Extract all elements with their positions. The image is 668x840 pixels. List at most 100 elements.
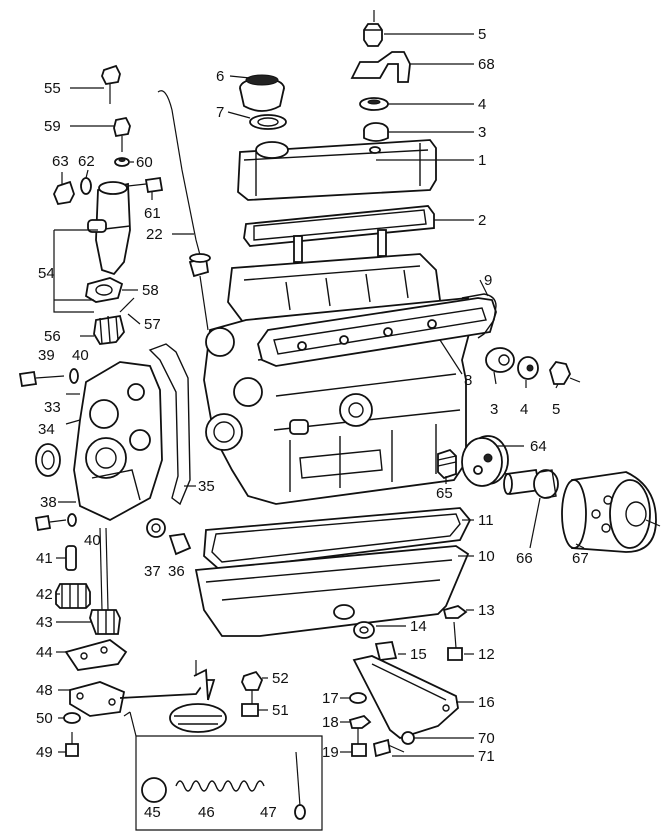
oil-filler-cap bbox=[239, 74, 285, 112]
label-59: 59 bbox=[44, 118, 61, 135]
label-15: 15 bbox=[410, 646, 427, 663]
label-56: 56 bbox=[44, 328, 61, 345]
label-10: 10 bbox=[478, 548, 495, 565]
label-22: 22 bbox=[146, 226, 163, 243]
label-1: 1 bbox=[478, 152, 486, 169]
label-5: 5 bbox=[478, 26, 486, 43]
seal-34 bbox=[35, 443, 61, 477]
label-70: 70 bbox=[478, 730, 495, 747]
label-17: 17 bbox=[322, 690, 339, 707]
label-61: 61 bbox=[144, 205, 161, 222]
side-cover bbox=[257, 297, 497, 367]
label-19: 19 bbox=[322, 744, 339, 761]
label-40b: 40 bbox=[84, 532, 101, 549]
label-42: 42 bbox=[36, 586, 53, 603]
washer-62 bbox=[80, 177, 92, 195]
label-11: 11 bbox=[478, 512, 494, 529]
label-4b: 4 bbox=[520, 401, 528, 418]
bolt-71 bbox=[372, 738, 405, 758]
pin-41 bbox=[65, 545, 77, 571]
label-62: 62 bbox=[78, 153, 95, 170]
label-50: 50 bbox=[36, 710, 53, 727]
rocker-cover bbox=[237, 139, 437, 201]
bracket-16 bbox=[352, 655, 459, 740]
plug-15 bbox=[374, 641, 398, 661]
part-labels: 5 68 4 3 1 6 7 55 59 63 62 60 61 22 2 54… bbox=[36, 26, 589, 821]
washer-50 bbox=[63, 712, 81, 724]
label-63: 63 bbox=[52, 153, 69, 170]
label-16: 16 bbox=[478, 694, 495, 711]
label-3b: 3 bbox=[490, 401, 498, 418]
washer-70 bbox=[401, 731, 415, 745]
parts-inset-box bbox=[123, 711, 323, 831]
nut-63 bbox=[53, 180, 75, 206]
thermostat-housing bbox=[87, 181, 131, 276]
shaft-66 bbox=[503, 468, 559, 499]
label-18: 18 bbox=[322, 714, 339, 731]
washer-3b bbox=[485, 347, 515, 373]
label-43: 43 bbox=[36, 614, 53, 631]
label-7: 7 bbox=[216, 104, 224, 121]
label-35: 35 bbox=[198, 478, 215, 495]
label-67: 67 bbox=[572, 550, 589, 567]
leader-lines bbox=[53, 33, 585, 757]
label-38: 38 bbox=[40, 494, 57, 511]
drain-plug-14 bbox=[353, 621, 375, 639]
washer-18 bbox=[348, 714, 372, 729]
bolt-38 bbox=[34, 513, 77, 532]
washer-4b bbox=[517, 356, 539, 380]
label-34: 34 bbox=[38, 421, 55, 438]
dipstick bbox=[157, 90, 211, 331]
bolt-19 bbox=[351, 728, 367, 757]
nut-5b bbox=[549, 361, 581, 385]
oil-pump-body-48 bbox=[69, 681, 126, 717]
stud-61 bbox=[127, 176, 164, 194]
washer-13 bbox=[442, 605, 468, 619]
oil-strainer bbox=[119, 660, 227, 733]
label-8: 8 bbox=[464, 372, 472, 389]
label-3: 3 bbox=[478, 124, 486, 141]
label-66: 66 bbox=[516, 550, 533, 567]
label-12: 12 bbox=[478, 646, 495, 663]
label-49: 49 bbox=[36, 744, 53, 761]
label-65: 65 bbox=[436, 485, 453, 502]
label-40a: 40 bbox=[72, 347, 89, 364]
oil-pan-gasket bbox=[203, 507, 472, 571]
shaft-43 bbox=[89, 527, 121, 635]
label-6: 6 bbox=[216, 68, 224, 85]
plug-65 bbox=[437, 448, 457, 480]
label-54: 54 bbox=[38, 265, 55, 282]
thermostat-56 bbox=[93, 297, 135, 345]
label-58: 58 bbox=[142, 282, 159, 299]
pulley-64 bbox=[461, 435, 509, 487]
bolt-49 bbox=[65, 732, 79, 757]
bolt-39 bbox=[18, 370, 65, 388]
washer-17 bbox=[349, 692, 367, 704]
label-33: 33 bbox=[44, 399, 61, 416]
label-44: 44 bbox=[36, 644, 53, 661]
label-9: 9 bbox=[484, 272, 492, 289]
label-4: 4 bbox=[478, 96, 486, 113]
gasket-58 bbox=[85, 277, 124, 303]
label-14: 14 bbox=[410, 618, 427, 635]
label-46: 46 bbox=[198, 804, 215, 821]
label-37: 37 bbox=[144, 563, 161, 580]
cover-44 bbox=[64, 639, 128, 671]
washer-40a bbox=[69, 368, 79, 384]
label-13: 13 bbox=[478, 602, 495, 619]
nut-52 bbox=[241, 670, 264, 704]
washer-60 bbox=[114, 157, 130, 167]
bolt-59 bbox=[113, 116, 131, 152]
label-64: 64 bbox=[530, 438, 547, 455]
label-47: 47 bbox=[260, 804, 277, 821]
gear-42 bbox=[55, 583, 91, 609]
bolt-12 bbox=[447, 621, 463, 661]
label-45: 45 bbox=[144, 804, 161, 821]
label-71: 71 bbox=[478, 748, 495, 765]
label-68: 68 bbox=[478, 56, 495, 73]
side-cover-gasket bbox=[461, 293, 497, 339]
rocker-cover-gasket bbox=[243, 205, 435, 247]
label-57: 57 bbox=[144, 316, 161, 333]
part-36 bbox=[168, 533, 192, 556]
